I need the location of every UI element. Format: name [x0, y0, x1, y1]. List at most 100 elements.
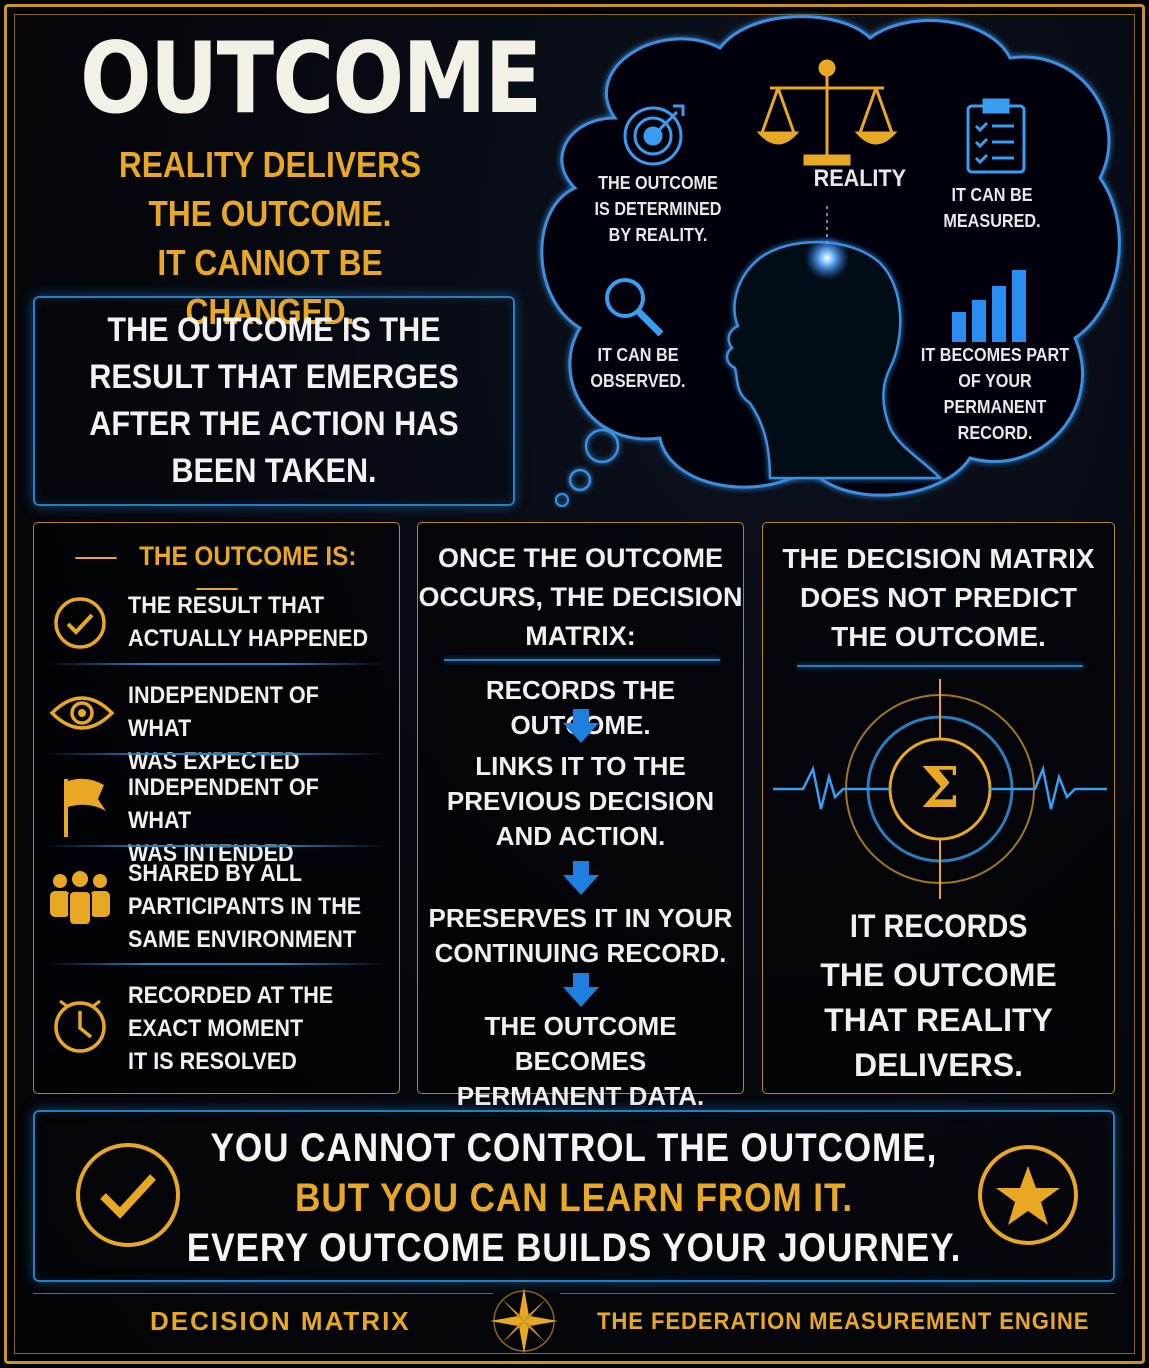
group-icon	[50, 871, 110, 926]
footer-rule	[33, 1293, 493, 1294]
banner-line-3: EVERY OUTCOME BUILDS YOUR JOURNEY.	[35, 1226, 1113, 1271]
cloud-text-line: THE OUTCOME	[598, 173, 718, 193]
arrow-down-icon	[563, 973, 599, 1007]
final-line: THE OUTCOME BECOMES	[484, 1011, 677, 1076]
panel-heading: ONCE THE OUTCOME OCCURS, THE DECISION MA…	[418, 539, 743, 656]
item-line: RECORDED AT THE	[128, 982, 334, 1009]
flag-icon	[64, 778, 106, 837]
arrow-down-icon	[563, 709, 599, 743]
heading-line: MATRIX:	[525, 621, 636, 651]
cloud-text-line: OF YOUR PERMANENT	[943, 371, 1047, 417]
item-line: PARTICIPANTS IN THE	[128, 893, 362, 920]
divider	[46, 663, 386, 665]
target-icon	[623, 104, 685, 166]
eye-icon	[49, 696, 115, 730]
definition-text: THE OUTCOME IS THE RESULT THAT EMERGES A…	[89, 311, 459, 490]
divider	[46, 963, 386, 965]
step-line: AND ACTION.	[495, 821, 666, 851]
cloud-item-text: THE OUTCOME IS DETERMINED BY REALITY.	[586, 170, 730, 248]
divider	[46, 753, 386, 755]
panel-heading: THE OUTCOME IS:	[34, 541, 399, 603]
item-line: WAS INTENDED	[128, 840, 294, 867]
item-line: EXACT MOMENT	[128, 1015, 304, 1042]
step-text: RECORDS THE OUTCOME.	[418, 673, 743, 743]
cloud-text-line: IT CAN BE	[597, 345, 679, 365]
step-line: RECORDS THE OUTCOME.	[485, 675, 676, 740]
scales-icon	[756, 59, 898, 166]
item-text: THE RESULT THAT ACTUALLY HAPPENED	[128, 589, 380, 655]
records-line: THAT REALITY	[824, 1002, 1053, 1038]
outcome-is-panel: THE OUTCOME IS: THE RESULT THAT ACTUALLY …	[33, 522, 400, 1094]
step-line: PRESERVES IT IN YOUR	[428, 903, 733, 933]
cloud-text-line: IT BECOMES PART	[920, 345, 1070, 365]
cloud-text-line: MEASURED.	[943, 211, 1041, 231]
cloud-text-line: RECORD.	[957, 423, 1033, 443]
divider	[46, 845, 386, 847]
page-title: OUTCOME	[80, 22, 542, 136]
reality-label: REALITY	[814, 166, 906, 192]
item-line: WAS EXPECTED	[128, 748, 300, 775]
list-item: RECORDED AT THE EXACT MOMENT IT IS RESOLVE…	[34, 979, 399, 1075]
thought-cloud	[540, 15, 1121, 507]
records-line: THE OUTCOME	[820, 957, 1057, 993]
item-line: INDEPENDENT OF WHAT	[128, 682, 319, 742]
list-item: INDEPENDENT OF WHAT WAS INTENDED	[34, 771, 399, 867]
final-line: PERMANENT DATA.	[456, 1081, 705, 1111]
subtitle-line: REALITY DELIVERS	[118, 144, 422, 185]
cloud-text-line: IS DETERMINED	[594, 199, 722, 219]
magnifier-icon	[605, 278, 664, 337]
heading-text: THE OUTCOME IS:	[138, 541, 357, 571]
footer-brand: DECISION MATRIX	[150, 1306, 411, 1336]
list-item: INDEPENDENT OF WHAT WAS EXPECTED	[34, 679, 399, 775]
footer-tagline: THE FEDERATION MEASUREMENT ENGINE	[597, 1308, 1090, 1335]
cloud-text-line: IT CAN BE	[951, 185, 1033, 205]
divider	[797, 665, 1083, 667]
check-circle-icon	[54, 597, 106, 649]
records-label: IT RECORDS	[763, 909, 1114, 944]
cloud-item-text: IT CAN BE OBSERVED.	[584, 342, 692, 394]
bar-chart-icon	[952, 270, 1026, 342]
sigma-symbol: Σ	[920, 755, 960, 821]
item-text: INDEPENDENT OF WHAT WAS INTENDED	[128, 771, 380, 870]
banner-text: BUT YOU CAN LEARN FROM IT.	[294, 1176, 854, 1220]
final-text: THE OUTCOME BECOMES PERMANENT DATA.	[418, 1009, 743, 1114]
records-text: THE OUTCOME THAT REALITY DELIVERS.	[763, 953, 1114, 1088]
step-text: LINKS IT TO THE PREVIOUS DECISION AND AC…	[418, 749, 743, 854]
cloud-text-line: OBSERVED.	[590, 371, 686, 391]
item-line: SAME ENVIRONMENT	[128, 926, 357, 953]
subtitle-line: THE OUTCOME.	[148, 193, 392, 234]
panel-heading: THE DECISION MATRIX DOES NOT PREDICT THE…	[763, 539, 1114, 656]
check-circle-icon	[76, 1143, 180, 1247]
heading-line: THE DECISION MATRIX	[782, 543, 1095, 574]
item-line: INDEPENDENT OF WHAT	[128, 774, 319, 834]
item-line: SHARED BY ALL	[128, 860, 303, 887]
cloud-text-line: BY REALITY.	[608, 225, 708, 245]
step-line: CONTINUING RECORD.	[434, 938, 727, 968]
star-badge-icon	[978, 1145, 1078, 1245]
step-line: LINKS IT TO THE	[475, 751, 686, 781]
heading-line: OCCURS, THE DECISION	[418, 582, 743, 612]
heading-line: DOES NOT PREDICT	[800, 582, 1077, 613]
sigma-target-icon: Σ	[773, 679, 1107, 899]
item-line: THE RESULT THAT	[128, 592, 324, 619]
banner-line-1: YOU CANNOT CONTROL THE OUTCOME,	[35, 1126, 1113, 1171]
subtitle: REALITY DELIVERS THE OUTCOME. IT CANNOT …	[50, 140, 490, 336]
heading-line: THE OUTCOME.	[831, 621, 1046, 652]
arrow-down-icon	[563, 861, 599, 895]
matrix-steps-panel: ONCE THE OUTCOME OCCURS, THE DECISION MA…	[417, 522, 744, 1111]
item-text: INDEPENDENT OF WHAT WAS EXPECTED	[128, 679, 380, 778]
clock-icon	[54, 999, 106, 1053]
cloud-item-text: IT CAN BE MEASURED.	[920, 182, 1064, 234]
banner-line-2: BUT YOU CAN LEARN FROM IT.	[35, 1176, 1113, 1221]
records-line: DELIVERS.	[854, 1047, 1023, 1083]
banner-text: EVERY OUTCOME BUILDS YOUR JOURNEY.	[186, 1226, 962, 1270]
footer-rule	[560, 1293, 1115, 1294]
item-text: SHARED BY ALL PARTICIPANTS IN THE SAME ENV…	[128, 857, 380, 956]
predict-panel: THE DECISION MATRIX DOES NOT PREDICT THE…	[762, 522, 1115, 1094]
clipboard-checklist-icon	[966, 98, 1026, 174]
outer-frame	[4, 4, 1145, 1364]
list-item: SHARED BY ALL PARTICIPANTS IN THE SAME ENV…	[34, 857, 399, 953]
definition-box: THE OUTCOME IS THE RESULT THAT EMERGES A…	[33, 296, 515, 506]
item-line: IT IS RESOLVED	[128, 1048, 297, 1075]
item-line: ACTUALLY HAPPENED	[128, 625, 369, 652]
